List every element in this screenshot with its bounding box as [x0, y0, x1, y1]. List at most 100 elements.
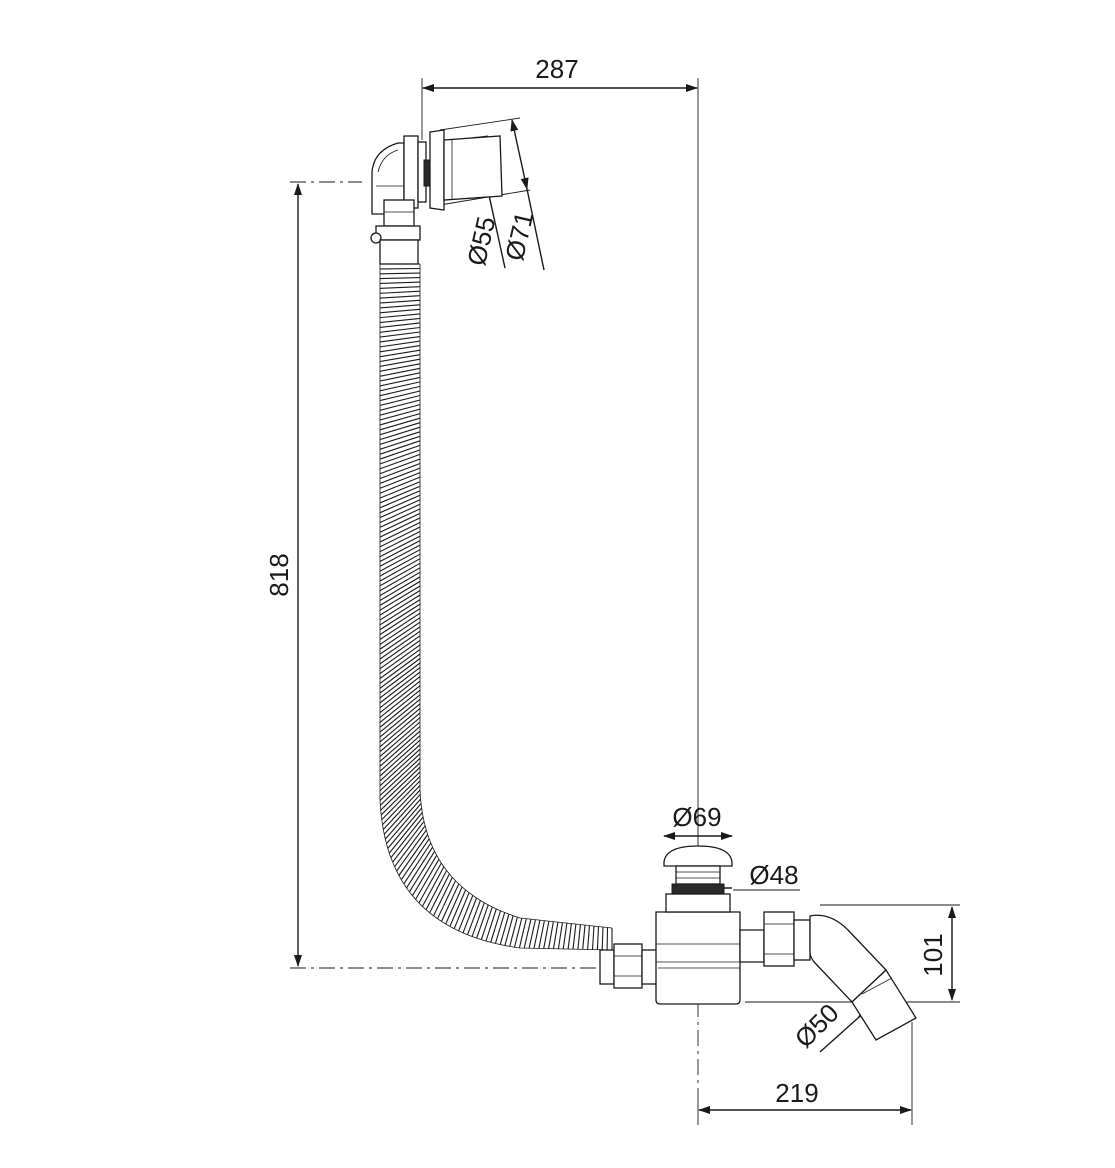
hose-rib [587, 925, 591, 950]
hose-rib [394, 825, 426, 868]
label-287: 287 [535, 54, 578, 84]
hose-rib [379, 408, 421, 421]
hose-rib [379, 299, 421, 304]
hose-rib [379, 576, 421, 601]
hose-rib [567, 923, 572, 950]
hose-rib [396, 829, 427, 872]
hose-rib [379, 426, 421, 441]
hose-rib [418, 862, 442, 904]
hose-rib [379, 603, 421, 631]
hose-rib [476, 904, 489, 939]
hose-rib [572, 924, 577, 950]
hose-rib [379, 703, 421, 738]
hose-rib [379, 444, 421, 460]
hose-rib [379, 639, 421, 670]
hose-rib [499, 914, 510, 945]
hose-rib [380, 776, 421, 816]
hose-rib [379, 503, 421, 524]
hose-rib [379, 449, 421, 465]
hose-rib [379, 462, 421, 480]
hose-rib [379, 730, 421, 767]
hose-rib [379, 739, 421, 777]
hose-rib [449, 889, 467, 927]
hose-rib [437, 880, 456, 919]
hose-rib [577, 924, 581, 950]
outlet-pipe-end [851, 968, 917, 1041]
hose-rib [379, 385, 421, 397]
hose-rib [518, 918, 527, 949]
hose-rib [552, 922, 559, 949]
hose-rib [379, 453, 421, 470]
hose-rib [379, 553, 421, 577]
hose-rib [408, 851, 436, 893]
hose-rib [596, 926, 600, 950]
hose-rib [384, 798, 422, 840]
hose-rib [379, 762, 421, 801]
hose-rib [379, 417, 421, 431]
hose-rib [379, 531, 421, 553]
label-diameter-71: Ø71 [499, 209, 539, 264]
hose-rib [379, 526, 421, 548]
hose-rib [379, 422, 421, 436]
hose-rib [562, 923, 568, 949]
hose-rib [379, 404, 421, 416]
hose-rib [379, 345, 421, 353]
hose-rib [379, 512, 421, 533]
hose-rib [379, 394, 421, 406]
hose-rib [379, 499, 421, 519]
hose-rib [390, 816, 424, 859]
outlet-nut [763, 911, 795, 967]
waste-cap [663, 845, 733, 867]
hose-rib [509, 917, 518, 947]
hose-rib [429, 873, 450, 914]
hose-rib [513, 918, 523, 948]
hose-rib [379, 630, 421, 660]
hose-rib [387, 807, 423, 849]
hose-rib [458, 895, 474, 932]
hose-rib [557, 922, 563, 949]
corrugated-hose [379, 263, 613, 951]
hose-rib [379, 317, 421, 324]
hose-rib [379, 571, 421, 597]
hose-rib [379, 617, 421, 645]
hose-rib [379, 753, 421, 792]
hose-rib [379, 644, 421, 675]
hose-rib [379, 698, 421, 733]
hose-rib [379, 313, 421, 319]
hose-rib [379, 476, 421, 494]
hose-rib [379, 481, 421, 499]
hose-rib [379, 494, 421, 514]
hose-rib [421, 866, 445, 907]
hose-rib [379, 372, 421, 382]
hose-rib [379, 635, 421, 665]
hose-rib [379, 277, 421, 280]
hose-rib [379, 612, 421, 640]
hose-rib [379, 676, 421, 709]
hose-rib [379, 726, 421, 762]
hose-rib [379, 390, 421, 402]
hose-rib [533, 920, 541, 949]
hose-rib [379, 304, 421, 309]
hose-rib [379, 331, 421, 338]
hose-rib [386, 803, 422, 845]
overflow-flange [429, 129, 445, 211]
hose-rib [382, 789, 421, 830]
hose-rib [504, 915, 514, 946]
hose-rib [591, 925, 595, 950]
hose-rib [379, 712, 421, 748]
hose-rib [403, 842, 432, 885]
hose-rib [379, 721, 421, 757]
hose-rib [485, 908, 497, 942]
hose-rib [379, 354, 421, 363]
hose-rib [601, 926, 604, 950]
hose-rib [379, 757, 421, 796]
waste-assembly [599, 845, 917, 1041]
hose-rib [379, 667, 421, 699]
hose-rib [445, 886, 463, 925]
hose-rib [379, 580, 421, 606]
hose-rib [453, 892, 470, 929]
hose-rib [379, 308, 421, 314]
hose-rib [379, 621, 421, 650]
